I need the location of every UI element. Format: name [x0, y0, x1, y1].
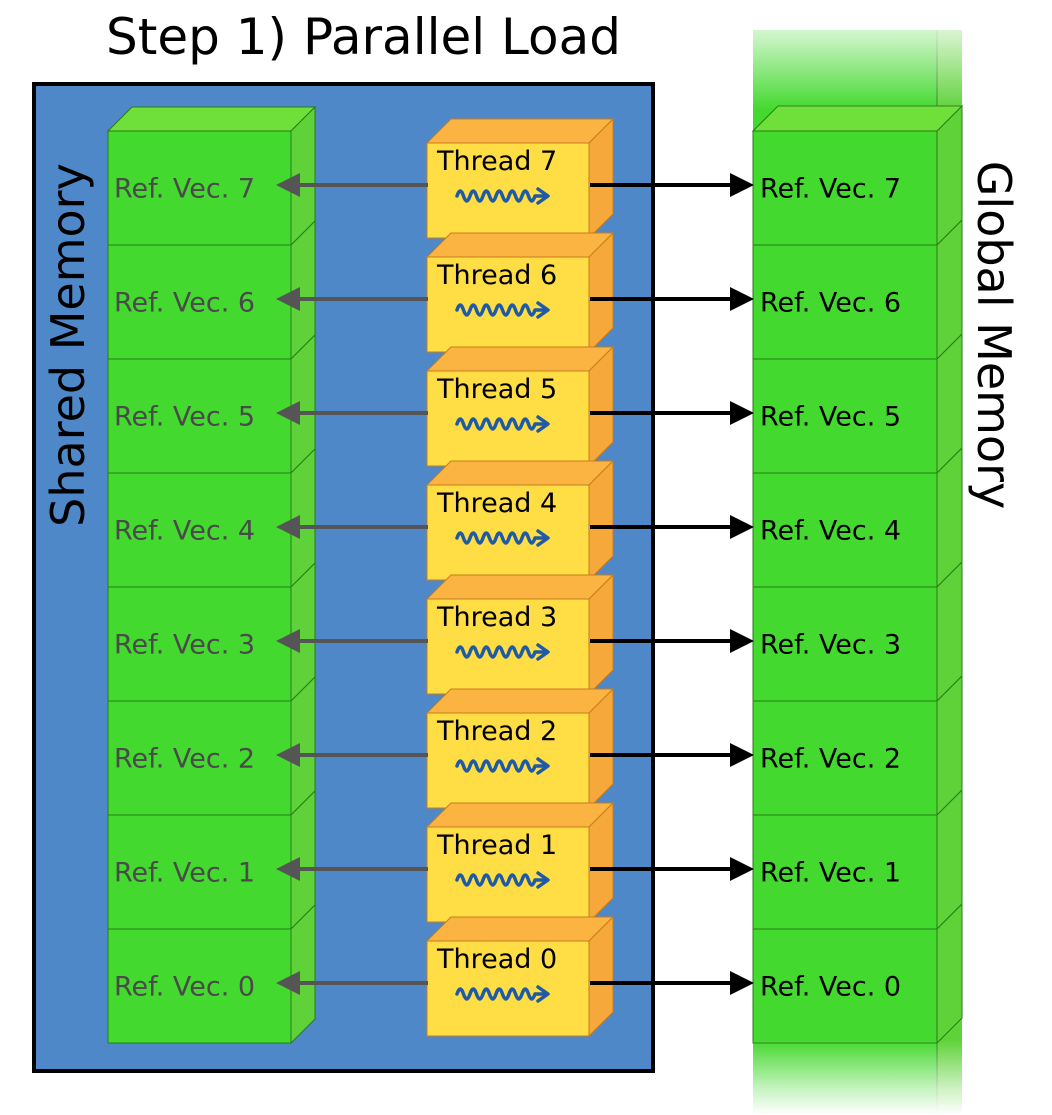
shared-memory-cell	[107, 561, 316, 703]
shared-cell-label: Ref. Vec. 1	[114, 857, 256, 889]
global-memory-cell	[752, 560, 963, 703]
diagram-title: Step 1) Parallel Load	[106, 8, 621, 66]
thread-label: Thread 7	[437, 146, 558, 177]
thread-block	[425, 117, 615, 240]
thread-block	[425, 573, 615, 696]
shared-cell-label: Ref. Vec. 4	[114, 515, 256, 547]
global-cell-label: Ref. Vec. 4	[760, 515, 902, 547]
thread-block	[425, 687, 615, 810]
shared-cell-label: Ref. Vec. 3	[114, 629, 256, 661]
thread-squiggle-icon	[455, 757, 550, 775]
shared-cell-label: Ref. Vec. 2	[114, 743, 256, 775]
global-memory-cell	[752, 446, 963, 589]
thread-block	[425, 801, 615, 924]
shared-memory-cells	[106, 105, 317, 1045]
load-arrows	[276, 173, 754, 995]
global-fade-bottom	[748, 1040, 968, 1115]
global-memory-cells	[751, 104, 964, 1045]
shared-memory-label: Shared Memory	[41, 163, 95, 527]
thread-label: Thread 5	[437, 374, 558, 405]
shared-cell-label: Ref. Vec. 7	[114, 173, 256, 205]
global-memory-cell	[752, 332, 963, 475]
global-cell-label: Ref. Vec. 3	[760, 629, 902, 661]
global-cell-label: Ref. Vec. 0	[760, 971, 902, 1003]
shared-stack-top	[106, 106, 317, 132]
shared-cell-label: Ref. Vec. 0	[114, 971, 256, 1003]
shared-memory-cell	[107, 219, 316, 361]
thread-block	[425, 345, 615, 468]
thread-label: Thread 6	[437, 260, 558, 291]
global-cell-label: Ref. Vec. 7	[760, 173, 902, 205]
thread-block	[425, 231, 615, 354]
global-memory-cell	[752, 104, 963, 247]
thread-squiggle-icon	[455, 985, 550, 1003]
thread-block	[425, 459, 615, 582]
thread-squiggle-icon	[455, 871, 550, 889]
global-cell-label: Ref. Vec. 1	[760, 857, 902, 889]
thread-label: Thread 1	[437, 830, 558, 861]
thread-squiggle-icon	[455, 643, 550, 661]
thread-label: Thread 3	[437, 602, 558, 633]
thread-label: Thread 0	[437, 944, 558, 975]
shared-memory-cell	[107, 675, 316, 817]
shared-memory-cell	[107, 333, 316, 475]
global-cell-label: Ref. Vec. 6	[760, 287, 902, 319]
global-memory-cell	[752, 788, 963, 931]
shared-memory-cell	[107, 903, 316, 1045]
thread-squiggle-icon	[455, 415, 550, 433]
global-memory-cell	[752, 674, 963, 817]
thread-label: Thread 4	[437, 488, 558, 519]
thread-label: Thread 2	[437, 716, 558, 747]
global-cell-label: Ref. Vec. 5	[760, 401, 902, 433]
shared-memory-cell	[107, 447, 316, 589]
shared-cell-label: Ref. Vec. 5	[114, 401, 256, 433]
global-cell-label: Ref. Vec. 2	[760, 743, 902, 775]
thread-blocks	[425, 117, 615, 1038]
global-memory-label: Global Memory	[967, 160, 1021, 510]
shared-cell-label: Ref. Vec. 6	[114, 287, 256, 319]
global-fade-top	[748, 0, 968, 110]
thread-squiggle-icon	[455, 529, 550, 547]
thread-squiggle-icon	[455, 301, 550, 319]
thread-squiggle-icon	[455, 187, 550, 205]
thread-block	[425, 915, 615, 1038]
